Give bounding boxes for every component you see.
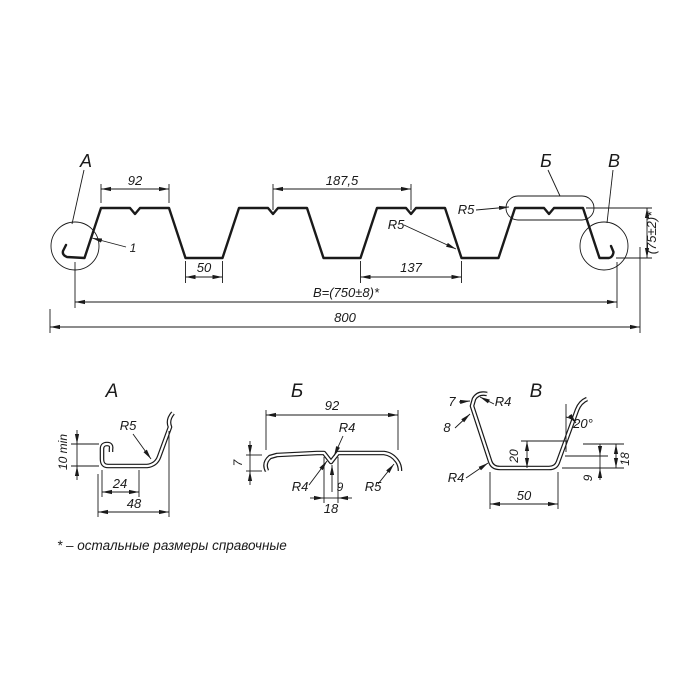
leader-r5-right — [475, 205, 510, 211]
dim-overall: 800 — [334, 310, 356, 325]
detail-b-dim-92: 92 — [325, 398, 340, 413]
main-profile-outline — [61, 206, 615, 260]
detail-circle-a — [50, 169, 100, 271]
detail-a-dim-24: 24 — [112, 476, 127, 491]
dim-top-flange: 92 — [128, 173, 143, 188]
detail-b-dim-r5: R5 — [365, 479, 382, 494]
main-label-b: Б — [540, 151, 552, 171]
footnote: * – остальные размеры справочные — [57, 538, 287, 553]
detail-b-sheet — [263, 450, 403, 473]
detail-v-dim-7: 7 — [448, 394, 456, 409]
dim-height-lines — [586, 207, 652, 259]
detail-a-dims — [71, 430, 170, 517]
detail-v-dim-r4-bottom: R4 — [448, 470, 465, 485]
detail-v-dim-r4-top: R4 — [495, 394, 512, 409]
dim-bottom-flange: 50 — [197, 260, 212, 275]
dim-working-width: B=(750±8)* — [313, 285, 380, 300]
detail-v-dims — [454, 396, 624, 509]
dim-92-lines — [100, 184, 170, 203]
detail-a-title: А — [105, 381, 119, 402]
detail-b-title: Б — [291, 381, 303, 402]
detail-v-title: В — [530, 381, 543, 402]
detail-v-dim-18: 18 — [618, 452, 632, 466]
dim-187-lines — [272, 184, 412, 210]
detail-b-dim-9: 9 — [337, 480, 344, 494]
dim-thickness: 1 — [130, 241, 137, 255]
detail-a-dim-48: 48 — [127, 496, 142, 511]
leader-r5-left — [403, 224, 457, 250]
dim-working-width-lines — [74, 262, 618, 308]
detail-b-dim-r4-left: R4 — [292, 479, 309, 494]
detail-a-dim-lip: 10 min — [56, 434, 70, 470]
detail-v-dim-50: 50 — [517, 488, 532, 503]
dim-overall-lines — [49, 247, 641, 333]
dim-pitch: 187,5 — [326, 173, 359, 188]
dim-clear: 137 — [400, 260, 422, 275]
dim-137-lines — [360, 261, 462, 283]
detail-v-dim-8: 8 — [443, 420, 451, 435]
detail-b-dim-r4-top: R4 — [339, 420, 356, 435]
detail-b-dim-18: 18 — [324, 501, 339, 516]
main-label-v: В — [608, 151, 620, 171]
detail-v-dim-9: 9 — [581, 474, 595, 481]
detail-b-dims — [246, 410, 399, 503]
dim-50-lines — [185, 261, 223, 283]
detail-circle-v — [579, 169, 629, 271]
detail-v-sheet — [469, 391, 589, 471]
detail-v-dim-20: 20 — [507, 449, 521, 464]
main-label-a: А — [79, 151, 92, 171]
leader-thickness — [91, 237, 127, 248]
detail-b-dim-7: 7 — [231, 458, 245, 466]
dim-r5-left: R5 — [388, 217, 405, 232]
detail-v-dim-angle: 20° — [572, 416, 593, 431]
dim-height: (75±2)* — [644, 211, 659, 254]
detail-a-dim-r5: R5 — [120, 418, 137, 433]
detail-a-sheet — [99, 411, 175, 469]
dim-r5-right: R5 — [458, 202, 475, 217]
